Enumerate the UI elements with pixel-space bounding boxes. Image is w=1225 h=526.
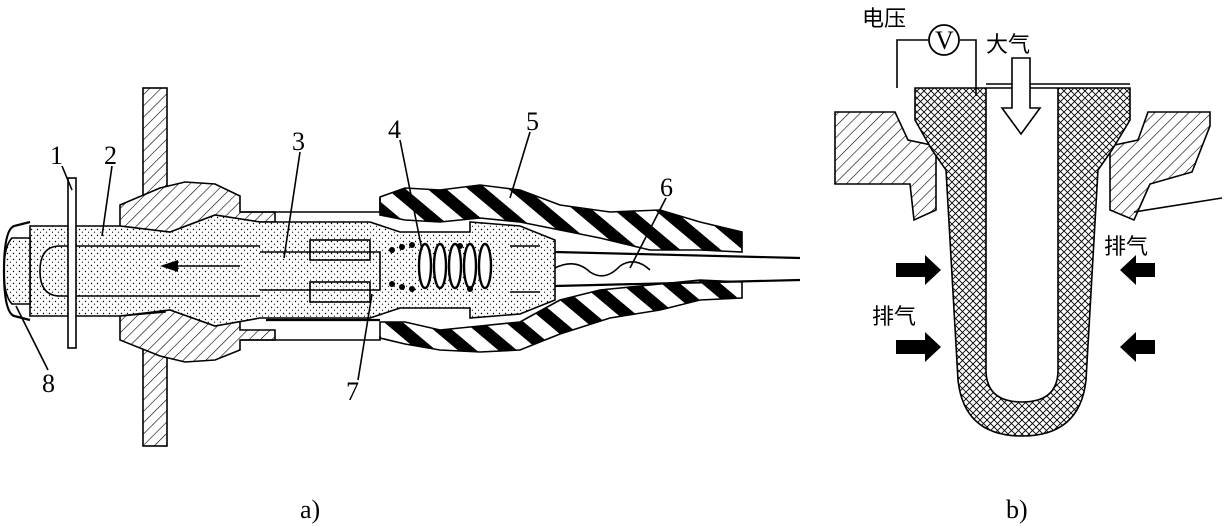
lead-wire	[554, 250, 801, 288]
zirconia-principle: V 电压 大气 排气 排气 b)	[834, 7, 1223, 524]
housing-left	[834, 111, 937, 222]
label-1: 1	[50, 141, 63, 170]
protective-shell	[379, 184, 743, 253]
inner-electrode-tube	[39, 245, 260, 297]
contact-block-lower	[309, 281, 371, 303]
label-6: 6	[660, 173, 673, 202]
housing-right	[1109, 111, 1211, 222]
label-7: 7	[346, 377, 359, 406]
inner-sleeve	[240, 198, 381, 341]
label-4: 4	[388, 115, 401, 144]
atmosphere-label: 大气	[986, 33, 1030, 58]
voltage-label: 电压	[862, 7, 906, 32]
exhaust-pipe-line	[1133, 197, 1223, 213]
zirconia-tube	[914, 87, 1131, 437]
exhaust-label-right: 排气	[1104, 235, 1148, 260]
exhaust-arrow-icon	[896, 332, 941, 362]
conductor-rod	[260, 251, 381, 291]
exhaust-arrow-icon	[1120, 255, 1155, 285]
sensor-cross-section: 1 2 3 4 5 6 7 8 a)	[2, 87, 801, 524]
label-2: 2	[104, 141, 117, 170]
ceramic-insulator	[29, 214, 556, 327]
exhaust-arrow-icon	[896, 255, 941, 285]
contact-spring	[417, 242, 493, 290]
element-tip-outline	[2, 220, 31, 322]
leader-lines	[15, 131, 667, 381]
electrode-inner	[960, 39, 977, 96]
protective-shell-lower	[379, 279, 743, 353]
voltmeter-icon	[928, 24, 960, 56]
contact-block-upper	[309, 239, 371, 261]
exhaust-arrow-icon	[1120, 332, 1155, 362]
caption-a: a)	[300, 495, 320, 524]
terminal-sleeve	[510, 245, 540, 293]
air-flow-arrowhead	[160, 260, 178, 272]
label-8: 8	[42, 369, 55, 398]
label-5: 5	[526, 107, 539, 136]
caption-b: b)	[1006, 495, 1028, 524]
zirconia-element	[3, 237, 31, 305]
gasket-ring	[67, 177, 77, 349]
exhaust-label-left: 排气	[872, 305, 916, 330]
electrode-outer	[896, 39, 928, 88]
voltmeter-symbol: V	[935, 26, 954, 55]
label-3: 3	[292, 127, 305, 156]
wire-crimp	[554, 261, 651, 277]
atmosphere-arrow	[1000, 57, 1042, 136]
spring-beads	[389, 242, 473, 292]
exhaust-arrows	[896, 255, 1155, 362]
